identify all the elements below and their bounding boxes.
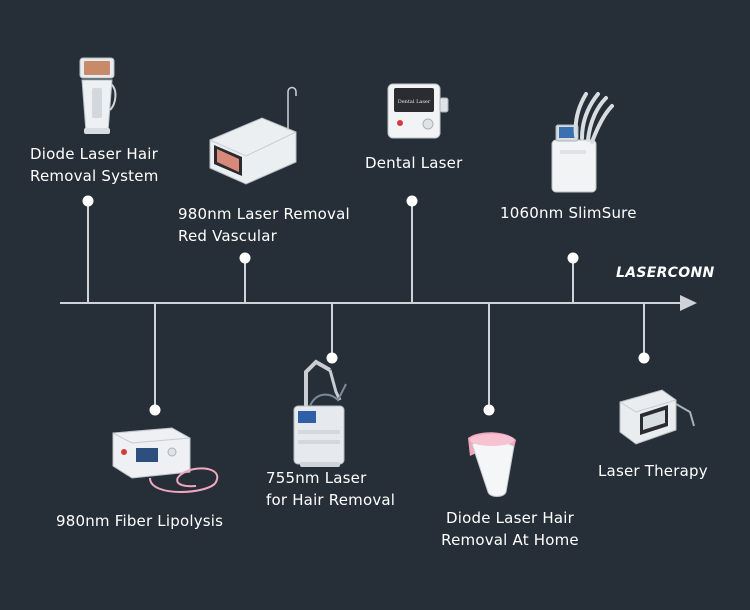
timeline-arrowhead [680,295,697,311]
node-therapy [638,352,650,364]
node-home [483,404,495,416]
upright-hair-removal-machine-icon [79,57,117,134]
node-dental [406,195,418,207]
label-dental-laser: Dental Laser [365,154,463,172]
node-980-vascular [239,252,251,264]
handheld-home-device-icon [468,432,516,497]
label-1060nm-slimsure: 1060nm SlimSure [500,204,637,222]
label-755nm-laser-for-hair-removal: 755nm Laser for Hair Removal [266,469,396,509]
node-fiber-lipolysis [149,404,161,416]
label-980nm-laser-removal-red-vascular: 980nm Laser Removal Red Vascular [178,205,350,245]
node-slimsure [567,252,579,264]
label-diode-laser-hair-removal-system: Diode Laser Hair Removal System [30,145,159,185]
laser-therapy-unit-icon [619,389,695,445]
label-laser-therapy: Laser Therapy [598,462,708,480]
label-diode-laser-hair-removal-at-home: Diode Laser Hair Removal At Home [441,509,579,549]
lower-connectors [154,303,645,410]
alexandrite-laser-cart-icon [293,359,347,467]
slimsure-body-contouring-machine-icon [551,92,614,193]
label-980nm-fiber-lipolysis: 980nm Fiber Lipolysis [56,512,224,530]
node-diode-system [82,195,94,207]
dental-laser-unit-icon: Dental Laser [387,83,449,139]
svg-text:Dental Laser: Dental Laser [398,99,431,105]
node-755 [326,352,338,364]
upper-connectors [87,201,574,303]
timeline-nodes [82,195,650,416]
laserconn-logo: LASERCONN [616,265,715,281]
desktop-vascular-laser-icon [209,86,297,185]
fiber-lipolysis-laser-icon [112,427,219,493]
